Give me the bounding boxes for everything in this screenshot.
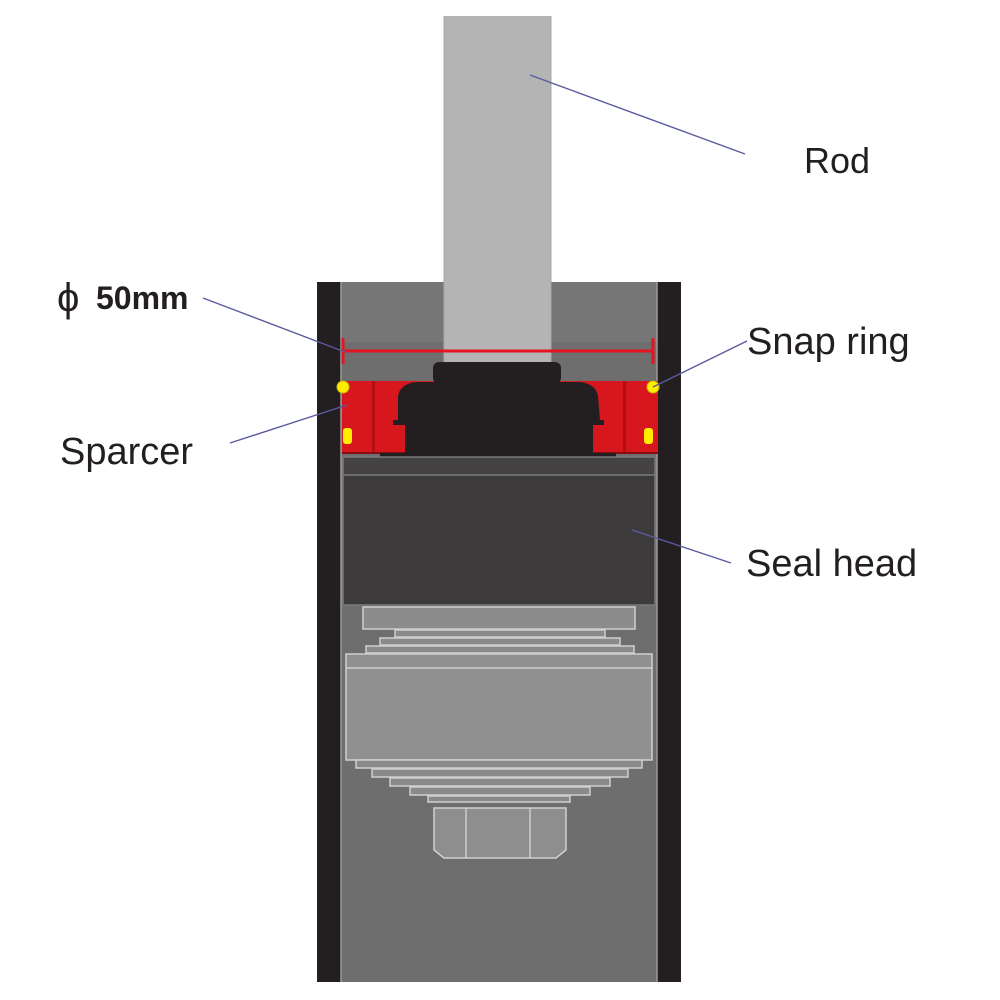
label-snap-ring: Snap ring xyxy=(747,321,910,363)
seal-head xyxy=(343,457,655,605)
tube-wall-right xyxy=(657,282,681,982)
label-rod: Rod xyxy=(804,140,870,181)
snap-ring-groove-left xyxy=(343,428,352,444)
rod-guide-top xyxy=(433,362,561,384)
label-seal-head: Seal head xyxy=(746,543,917,585)
seal-body xyxy=(398,382,600,420)
tube-wall-left xyxy=(317,282,341,982)
diameter-symbol-icon: ϕ xyxy=(57,276,79,320)
snap-ring-groove-right xyxy=(644,428,653,444)
leader-snap-ring xyxy=(652,340,748,388)
leader-spacer xyxy=(229,404,348,444)
leader-rod xyxy=(529,74,746,155)
piston-nut xyxy=(433,807,567,859)
label-diameter: 50mm xyxy=(96,280,189,316)
leader-seal-head xyxy=(631,529,732,564)
rod xyxy=(444,16,551,362)
label-spacer: Sparcer xyxy=(60,431,193,473)
snap-ring-left xyxy=(336,380,350,394)
piston-assembly xyxy=(345,606,653,859)
leader-diameter xyxy=(202,297,346,353)
